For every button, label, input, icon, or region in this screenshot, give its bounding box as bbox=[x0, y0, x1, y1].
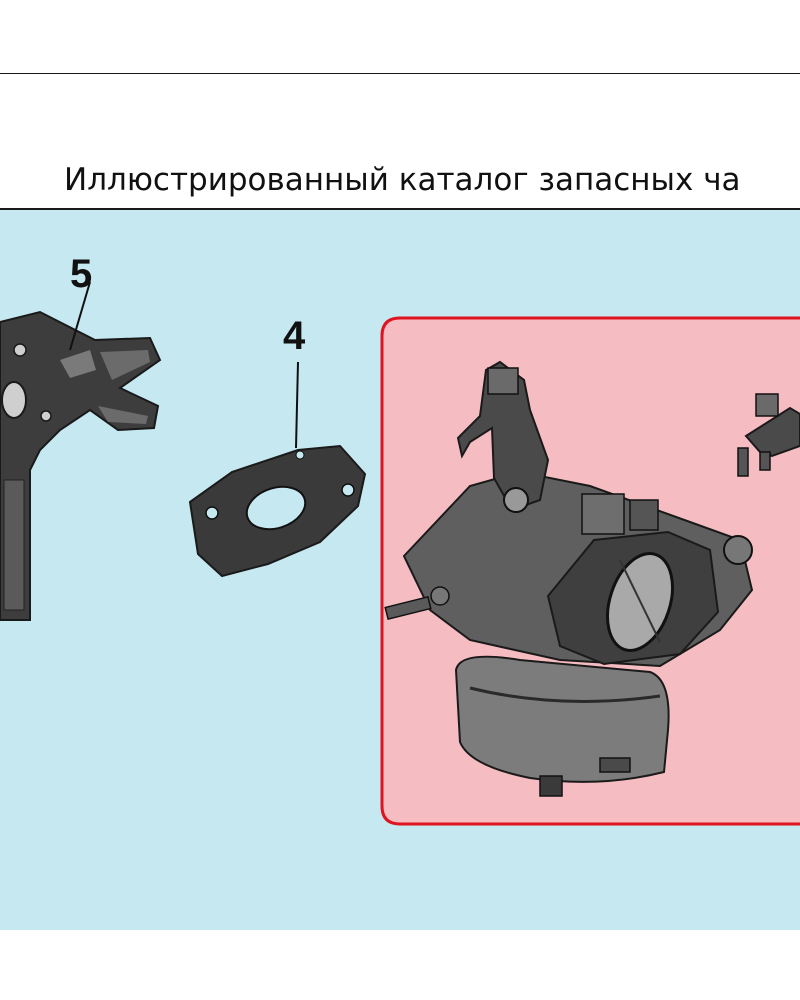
callout-number-4: 4 bbox=[283, 314, 306, 358]
exploded-view-panel: 5 4 bbox=[0, 210, 800, 930]
header-rule bbox=[0, 73, 800, 74]
part-5-intake-bracket bbox=[0, 310, 162, 621]
callout-5-leader bbox=[69, 281, 91, 351]
callout-4-leader bbox=[295, 361, 299, 449]
callout-number-5: 5 bbox=[70, 252, 93, 296]
part-carburetor bbox=[384, 360, 754, 797]
part-4-gasket bbox=[188, 444, 367, 578]
exploded-view-drawing bbox=[0, 281, 800, 826]
part-fuel-valve bbox=[737, 393, 800, 477]
catalog-title: Иллюстрированный каталог запасных ча bbox=[64, 162, 741, 198]
title-rule bbox=[0, 208, 800, 210]
